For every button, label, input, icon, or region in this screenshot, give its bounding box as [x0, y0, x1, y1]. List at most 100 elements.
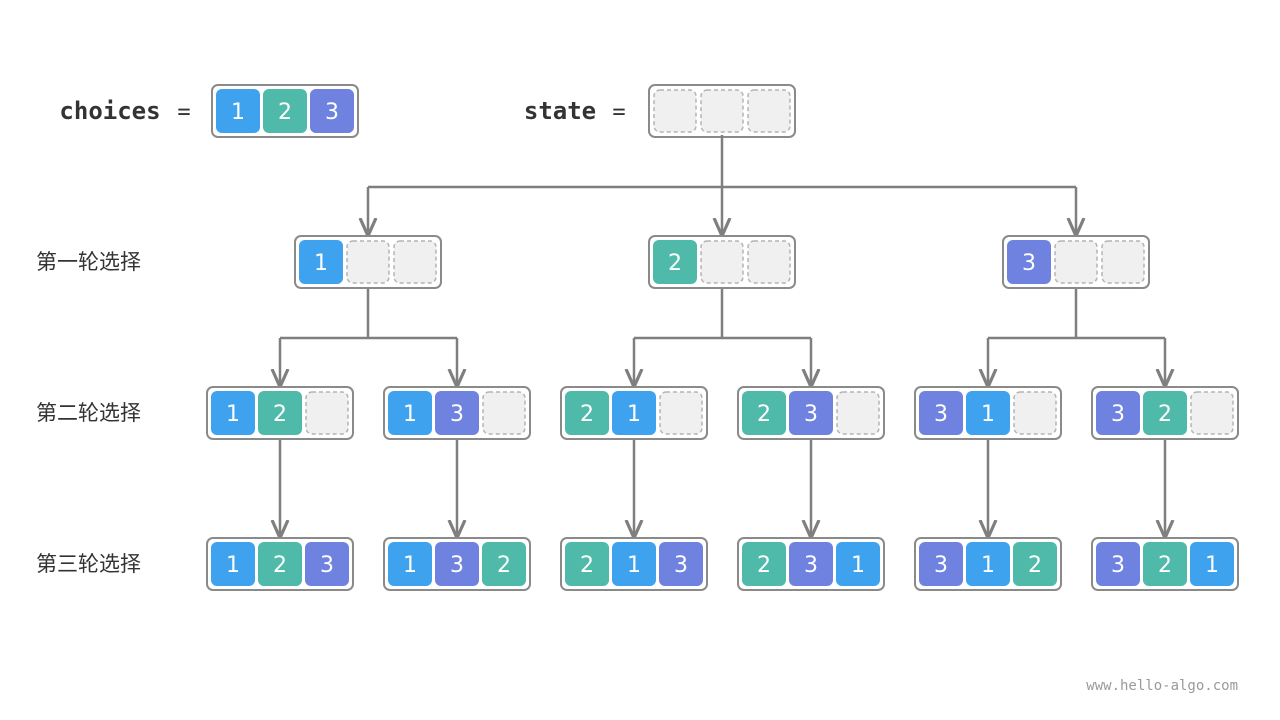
empty-slot	[482, 391, 526, 435]
element-cell-2	[258, 391, 302, 435]
element-cell-3	[789, 391, 833, 435]
element-cell-2	[1143, 542, 1187, 586]
element-value: 3	[804, 402, 818, 427]
element-cell-2	[482, 542, 526, 586]
element-value: 2	[273, 402, 287, 427]
empty-slot	[1054, 240, 1098, 284]
element-value: 1	[403, 402, 417, 427]
element-cell-1	[1190, 542, 1234, 586]
empty-slot	[659, 391, 703, 435]
element-cell-2	[565, 542, 609, 586]
element-cell-3	[789, 542, 833, 586]
element-cell-2	[258, 542, 302, 586]
element-cell-3	[919, 391, 963, 435]
element-cell-1	[966, 391, 1010, 435]
element-value: 3	[325, 100, 339, 125]
element-value: 3	[804, 553, 818, 578]
state-array	[648, 84, 796, 138]
element-cell-3	[1096, 542, 1140, 586]
element-value: 1	[851, 553, 865, 578]
element-cell-1	[966, 542, 1010, 586]
element-cell-3	[305, 542, 349, 586]
empty-slot	[1013, 391, 1057, 435]
element-cell-2	[263, 89, 307, 133]
round-2-label: 第二轮选择	[36, 401, 141, 425]
element-value: 1	[314, 251, 328, 276]
element-value: 3	[934, 553, 948, 578]
empty-slot	[305, 391, 349, 435]
level1-node: 1	[294, 235, 442, 289]
element-value: 2	[1158, 402, 1172, 427]
round-1-label: 第一轮选择	[36, 250, 141, 274]
tree-edges	[280, 135, 1165, 538]
element-cell-1	[612, 391, 656, 435]
element-value: 2	[757, 402, 771, 427]
empty-slot	[1190, 391, 1234, 435]
level1-node: 3	[1002, 235, 1150, 289]
element-value: 2	[497, 553, 511, 578]
element-value: 1	[981, 553, 995, 578]
element-value: 1	[981, 402, 995, 427]
element-cell-1	[388, 542, 432, 586]
element-cell-2	[742, 542, 786, 586]
element-value: 2	[668, 251, 682, 276]
empty-slot	[700, 89, 744, 133]
element-value: 3	[320, 553, 334, 578]
level3-node: 3 1 2	[914, 537, 1062, 591]
empty-slot	[700, 240, 744, 284]
element-value: 2	[1158, 553, 1172, 578]
element-cell-3	[435, 391, 479, 435]
state-label: state	[524, 97, 596, 125]
element-value: 1	[231, 100, 245, 125]
element-value: 1	[627, 553, 641, 578]
choices-equals: =	[177, 100, 190, 125]
empty-slot	[346, 240, 390, 284]
element-cell-1	[299, 240, 343, 284]
element-value: 1	[226, 553, 240, 578]
state-equals: =	[612, 100, 625, 125]
element-cell-3	[310, 89, 354, 133]
element-value: 1	[403, 553, 417, 578]
element-value: 3	[1111, 553, 1125, 578]
element-value: 2	[580, 553, 594, 578]
empty-slot	[1101, 240, 1145, 284]
element-value: 3	[1022, 251, 1036, 276]
element-value: 2	[278, 100, 292, 125]
element-cell-3	[659, 542, 703, 586]
element-cell-3	[435, 542, 479, 586]
element-value: 3	[1111, 402, 1125, 427]
element-cell-2	[565, 391, 609, 435]
element-cell-1	[612, 542, 656, 586]
element-cell-1	[211, 391, 255, 435]
element-cell-2	[653, 240, 697, 284]
element-cell-3	[1007, 240, 1051, 284]
element-cell-2	[1143, 391, 1187, 435]
element-cell-1	[836, 542, 880, 586]
element-value: 2	[1028, 553, 1042, 578]
element-cell-3	[919, 542, 963, 586]
element-value: 3	[450, 553, 464, 578]
choices-label: choices	[59, 97, 160, 125]
watermark: www.hello-algo.com	[1086, 678, 1238, 694]
element-cell-1	[211, 542, 255, 586]
level1-node: 2	[648, 235, 796, 289]
state-array-cells	[648, 84, 796, 138]
empty-slot	[653, 89, 697, 133]
element-cell-2	[742, 391, 786, 435]
empty-slot	[747, 89, 791, 133]
element-value: 1	[226, 402, 240, 427]
element-cell-1	[216, 89, 260, 133]
choices-array-cells: 1 2 3	[211, 84, 359, 138]
element-cell-3	[1096, 391, 1140, 435]
element-cell-1	[388, 391, 432, 435]
